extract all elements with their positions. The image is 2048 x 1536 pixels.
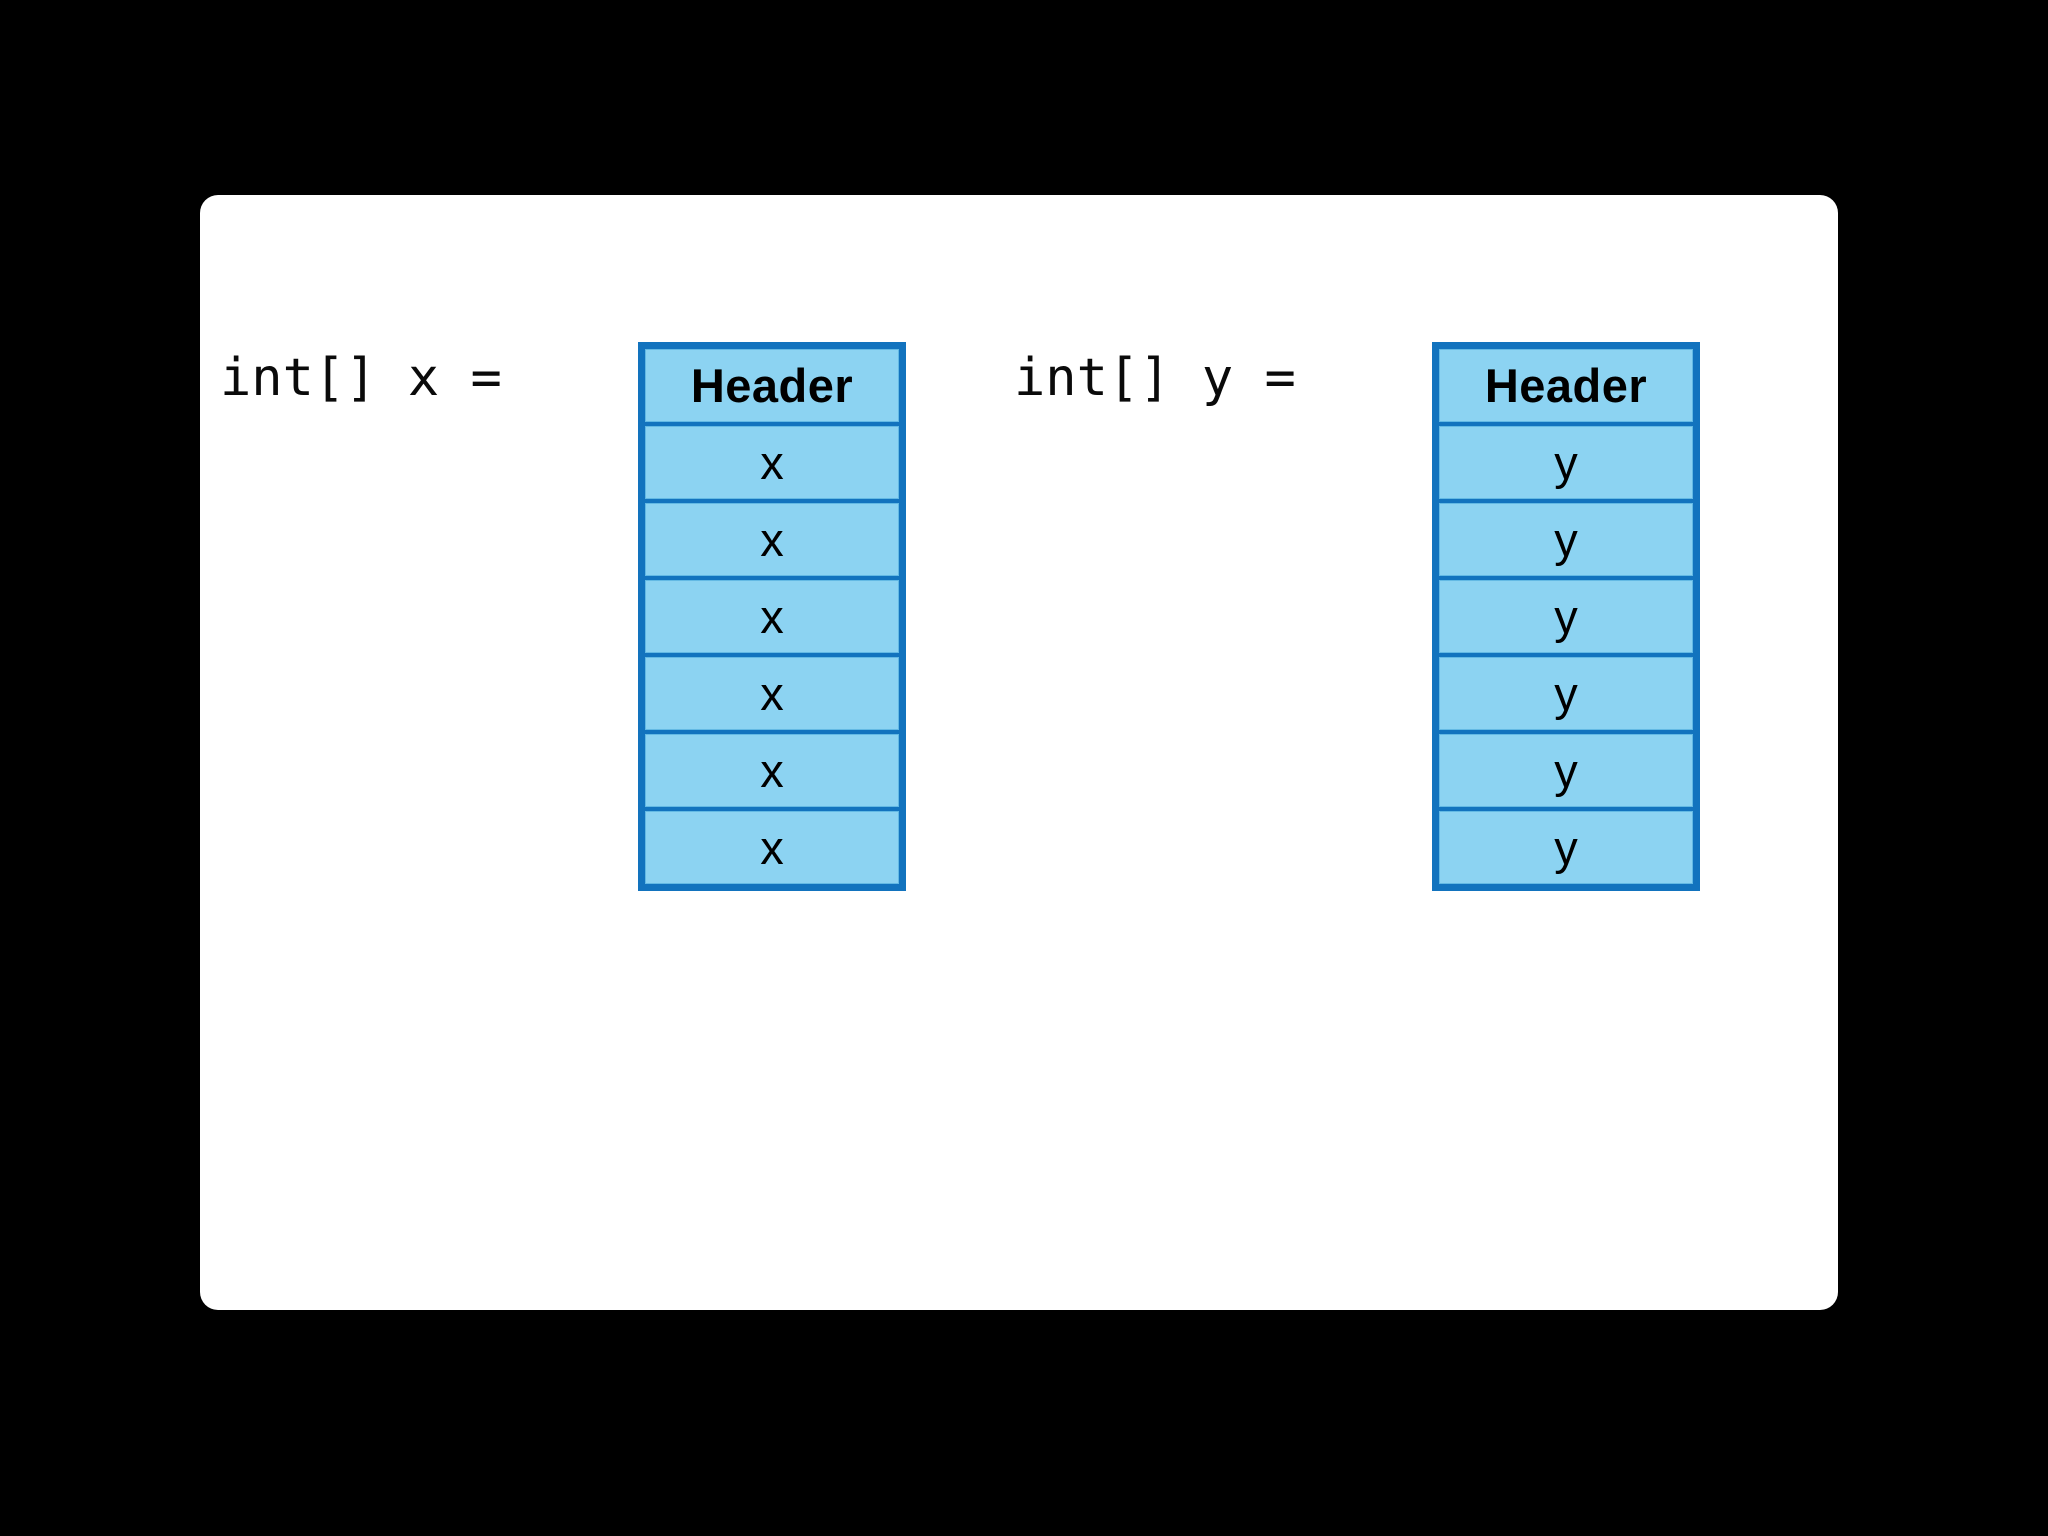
- array-diagram: int[] x = Header x x x x x x int[] y = H…: [200, 342, 1838, 891]
- array-cell-x-4: x: [645, 734, 899, 807]
- array-header-cell-y: Header: [1439, 349, 1693, 422]
- array-cell-y-3: y: [1439, 657, 1693, 730]
- array-cell-y-5: y: [1439, 811, 1693, 884]
- array-group-y: int[] y = Header y y y y y y: [994, 342, 1700, 891]
- array-cell-x-1: x: [645, 503, 899, 576]
- array-cell-x-5: x: [645, 811, 899, 884]
- array-declaration-y: int[] y =: [1014, 348, 1296, 408]
- array-cell-x-3: x: [645, 657, 899, 730]
- slide-panel: int[] x = Header x x x x x x int[] y = H…: [200, 195, 1838, 1310]
- array-cell-y-1: y: [1439, 503, 1693, 576]
- array-box-y: Header y y y y y y: [1432, 342, 1700, 891]
- array-box-x: Header x x x x x x: [638, 342, 906, 891]
- array-group-x: int[] x = Header x x x x x x: [200, 342, 906, 891]
- array-header-cell-x: Header: [645, 349, 899, 422]
- array-declaration-x: int[] x =: [220, 348, 502, 408]
- array-cell-y-2: y: [1439, 580, 1693, 653]
- array-cell-x-0: x: [645, 426, 899, 499]
- array-cell-y-0: y: [1439, 426, 1693, 499]
- array-cell-x-2: x: [645, 580, 899, 653]
- array-cell-y-4: y: [1439, 734, 1693, 807]
